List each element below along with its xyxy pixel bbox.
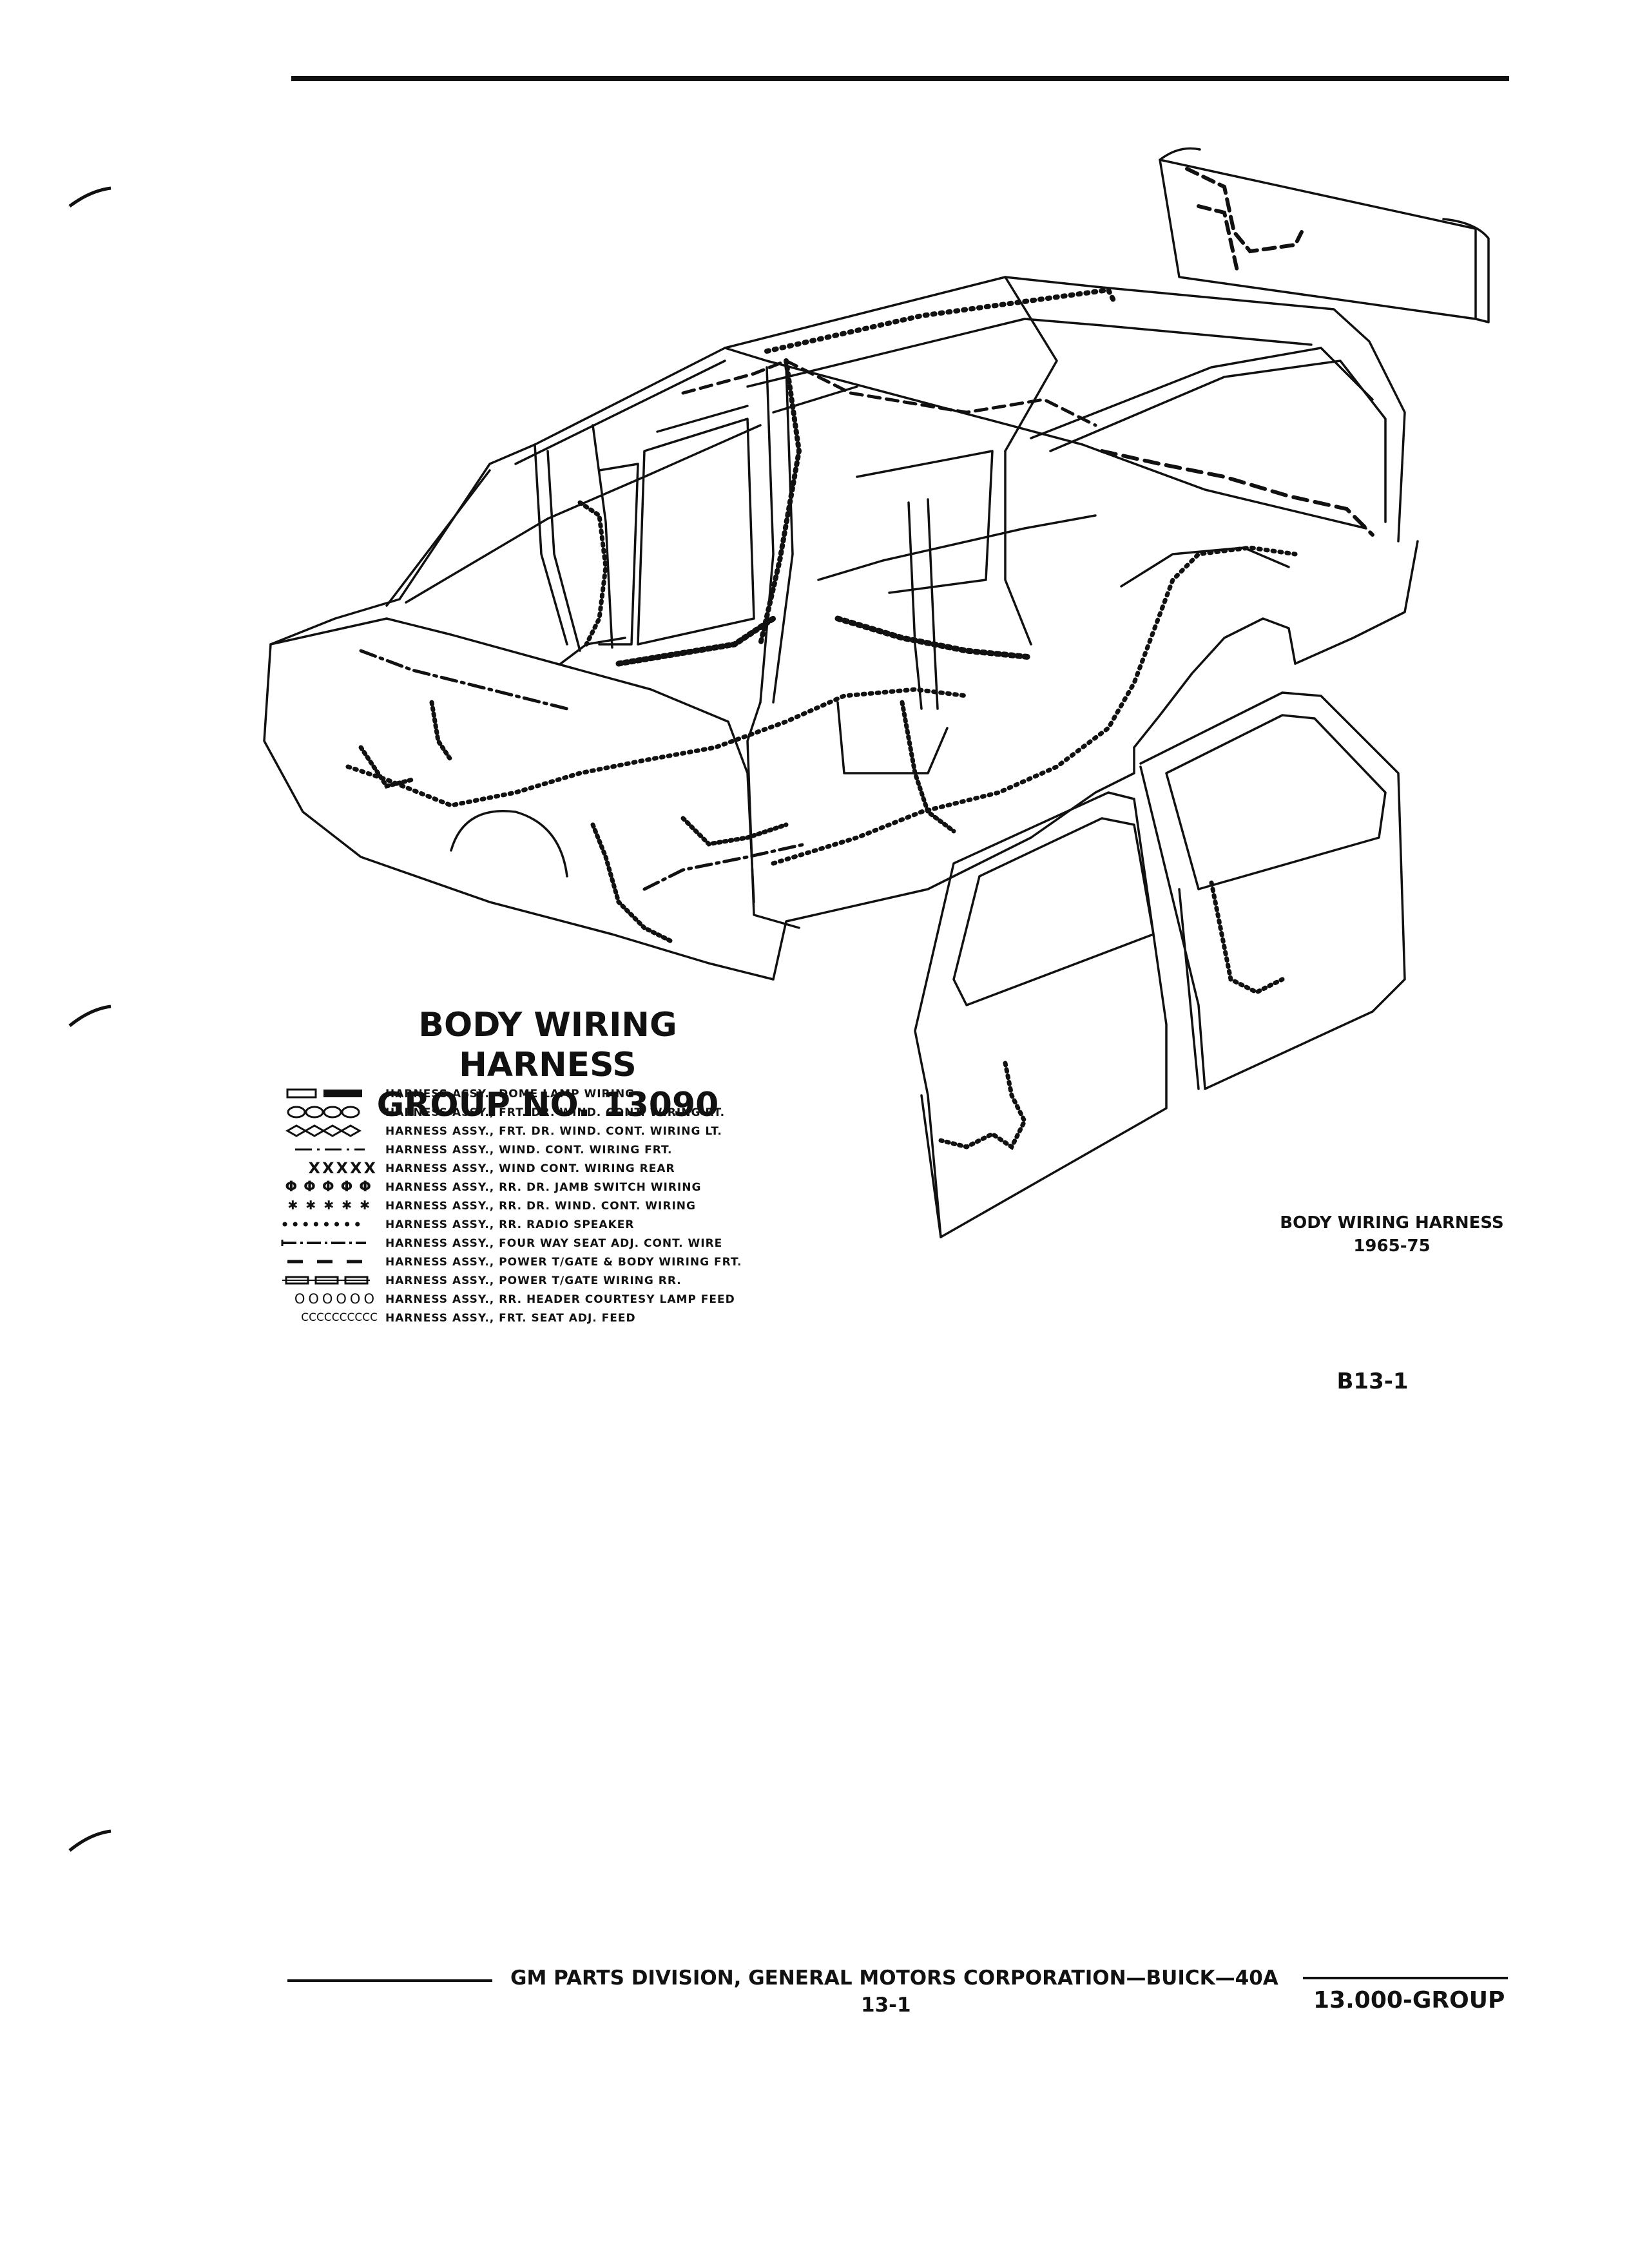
vehicle-pillars [534, 366, 1097, 710]
legend-title-line1: BODY WIRING HARNESS [418, 1006, 677, 1084]
legend-row: ΦΦΦΦΦ HARNESS ASSY., RR. DR. JAMB SWITCH… [269, 1178, 824, 1196]
harness-legend: HARNESS ASSY., DOME LAMP WIRING HARNESS … [269, 1084, 824, 1327]
legend-label: HARNESS ASSY., RR. DR. WIND. CONT. WIRIN… [385, 1199, 696, 1213]
vehicle-roof [724, 276, 1406, 543]
crosses-glyphs: XXXXX [308, 1159, 378, 1177]
footer-rule-right [1303, 1977, 1508, 1979]
circles-symbol: OOOOOO [269, 1290, 378, 1309]
front-door [914, 791, 1168, 1238]
legend-row: ✱✱✱✱✱ HARNESS ASSY., RR. DR. WIND. CONT.… [269, 1196, 824, 1215]
phi-glyphs: ΦΦΦΦΦ [285, 1179, 378, 1195]
legend-row: HARNESS ASSY., FRT. DR. WIND. CONT. WIRI… [269, 1122, 824, 1140]
figure-code: B13-1 [1336, 1369, 1409, 1394]
rear-door [1139, 691, 1406, 1090]
stars-symbol: ✱✱✱✱✱ [269, 1196, 378, 1215]
legend-label: HARNESS ASSY., RR. DR. JAMB SWITCH WIRIN… [385, 1180, 702, 1194]
legend-label: HARNESS ASSY., FRT. DR. WIND. CONT. WIRI… [385, 1106, 726, 1119]
phi-symbol: ΦΦΦΦΦ [269, 1178, 378, 1196]
legend-label: HARNESS ASSY., FRT. SEAT ADJ. FEED [385, 1311, 636, 1325]
cs-symbol: CCCCCCCCCC [269, 1309, 378, 1327]
circles-glyphs: OOOOOO [294, 1291, 378, 1307]
legend-row: HARNESS ASSY., POWER T/GATE & BODY WIRIN… [269, 1253, 824, 1271]
vehicle-body [263, 347, 1419, 981]
legend-row: HARNESS ASSY., FRT. DR. WIND. CONT. WIRI… [269, 1103, 824, 1122]
footer-page-number: 13-1 [861, 1994, 911, 2017]
legend-label: HARNESS ASSY., RR. RADIO SPEAKER [385, 1218, 635, 1231]
legend-label: HARNESS ASSY., POWER T/GATE WIRING RR. [385, 1274, 682, 1287]
legend-title: BODY WIRING HARNESS GROUP NO. 13090 [335, 1005, 760, 1125]
stars-glyphs: ✱✱✱✱✱ [287, 1198, 378, 1213]
dash-dot-symbol [269, 1140, 378, 1159]
legend-row: HARNESS ASSY., WIND. CONT. WIRING FRT. [269, 1140, 824, 1159]
crosses-symbol: XXXXX [269, 1159, 378, 1178]
top-rule [291, 76, 1509, 81]
legend-label: HARNESS ASSY., WIND CONT. WIRING REAR [385, 1162, 675, 1175]
footer-publisher: GM PARTS DIVISION, GENERAL MOTORS CORPOR… [510, 1966, 1278, 1990]
dashes-symbol [269, 1253, 378, 1271]
caption-line2: 1965-75 [1353, 1236, 1431, 1256]
legend-label: HARNESS ASSY., DOME LAMP WIRING [385, 1087, 635, 1100]
legend-row: HARNESS ASSY., FOUR WAY SEAT ADJ. CONT. … [269, 1234, 824, 1253]
tailgate-glass-panel [1159, 147, 1490, 323]
legend-label: HARNESS ASSY., FRT. DR. WIND. CONT. WIRI… [385, 1124, 722, 1138]
legend-label: HARNESS ASSY., WIND. CONT. WIRING FRT. [385, 1143, 673, 1157]
legend-row: XXXXX HARNESS ASSY., WIND CONT. WIRING R… [269, 1159, 824, 1178]
diamonds-symbol [269, 1122, 378, 1140]
dome-lamp-symbol [269, 1084, 378, 1103]
cs-glyphs: CCCCCCCCCC [301, 1311, 378, 1324]
legend-label: HARNESS ASSY., POWER T/GATE & BODY WIRIN… [385, 1255, 742, 1269]
legend-label: HARNESS ASSY., FOUR WAY SEAT ADJ. CONT. … [385, 1236, 723, 1250]
boxes-symbol [269, 1271, 378, 1290]
legend-title-line2: GROUP NO. 13090 [376, 1086, 719, 1124]
dots-symbol [269, 1215, 378, 1234]
legend-row: HARNESS ASSY., RR. RADIO SPEAKER [269, 1215, 824, 1234]
legend-row: OOOOOO HARNESS ASSY., RR. HEADER COURTES… [269, 1290, 824, 1309]
footer-group: 13.000-GROUP [1313, 1987, 1505, 2013]
double-ovals-symbol [269, 1103, 378, 1122]
long-dash-dot-symbol [269, 1234, 378, 1253]
figure-caption: BODY WIRING HARNESS 1965-75 [1263, 1211, 1521, 1258]
legend-row: HARNESS ASSY., POWER T/GATE WIRING RR. [269, 1271, 824, 1290]
legend-row: HARNESS ASSY., DOME LAMP WIRING [269, 1084, 824, 1103]
legend-row: CCCCCCCCCC HARNESS ASSY., FRT. SEAT ADJ.… [269, 1309, 824, 1327]
footer-rule-left [287, 1979, 492, 1982]
legend-label: HARNESS ASSY., RR. HEADER COURTESY LAMP … [385, 1293, 735, 1306]
caption-line1: BODY WIRING HARNESS [1280, 1213, 1504, 1233]
